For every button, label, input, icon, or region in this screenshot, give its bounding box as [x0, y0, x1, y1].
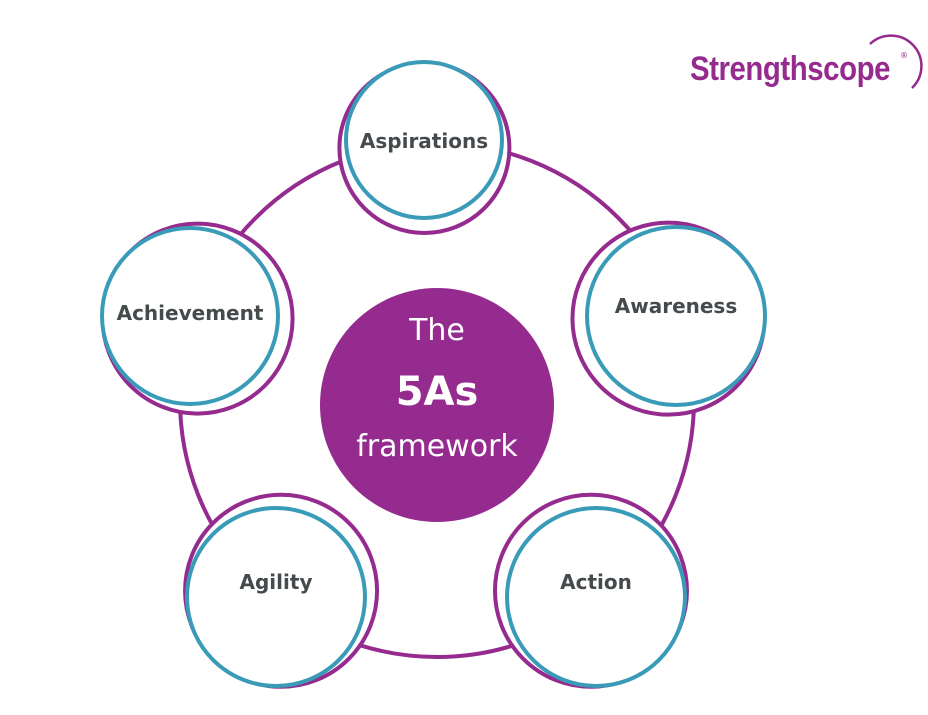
node-label: Aspirations [360, 129, 488, 153]
logo-registered-mark: ® [900, 51, 908, 60]
strengthscope-logo: Strengthscope ® [690, 34, 923, 89]
center-line-1: The [408, 313, 465, 348]
center-line-2: 5As [396, 369, 479, 415]
node-label: Action [560, 570, 632, 594]
center-line-3: framework [356, 429, 518, 464]
center-circle [320, 288, 554, 522]
node-label: Agility [240, 570, 313, 594]
node-label: Awareness [615, 294, 738, 318]
logo-text: Strengthscope [690, 50, 890, 88]
node-label: Achievement [117, 301, 264, 325]
node-circle-action [505, 506, 687, 688]
node-circle-achievement [100, 226, 280, 406]
node-circle-aspirations [344, 60, 504, 220]
node-circle-awareness [585, 225, 767, 407]
node-circle-agility [185, 506, 367, 688]
